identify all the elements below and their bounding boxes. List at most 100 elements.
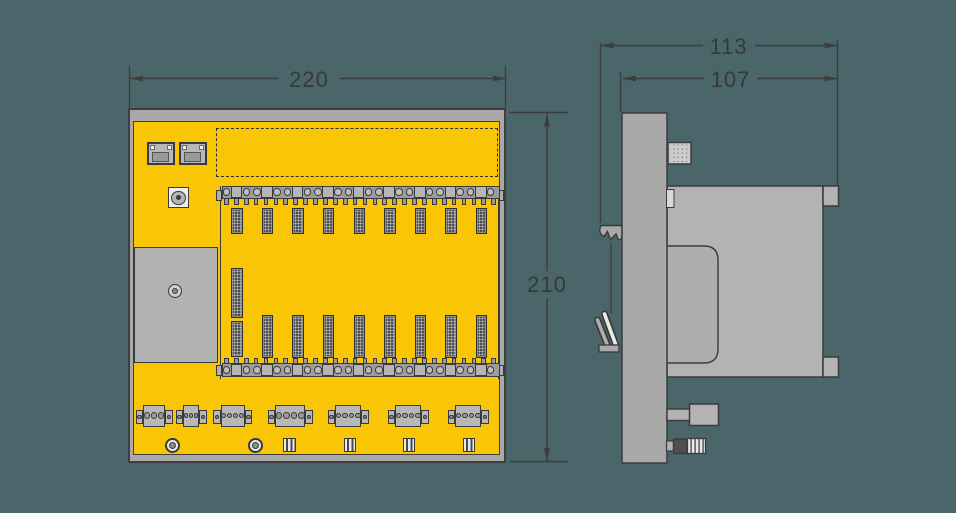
strip-terminal-round [375, 188, 383, 196]
vent-grille [402, 438, 415, 452]
strip-tooth [323, 199, 328, 205]
strip-terminal-square [230, 364, 243, 376]
strip-terminal-square [383, 364, 395, 376]
terminal-screw [150, 412, 158, 419]
strip-tooth [451, 357, 457, 363]
strip-terminal-square [352, 364, 365, 376]
strip-tooth [412, 199, 417, 205]
strip-terminal-round [425, 366, 434, 374]
module-slot [232, 269, 242, 317]
strip-terminal-round [425, 188, 434, 196]
strip-terminal-round [242, 366, 250, 374]
terminal-screw [342, 412, 348, 419]
side-vent-dots [670, 144, 689, 162]
socket-connector [146, 142, 175, 165]
strip-tooth [323, 357, 328, 363]
strip-tooth [243, 357, 249, 363]
strip-terminal-round [395, 188, 403, 196]
strip-end-cap [216, 364, 222, 376]
strip-tooth [332, 199, 338, 205]
flange-screw [137, 414, 142, 420]
strip-tooth [273, 357, 279, 363]
side-view-drawing [594, 112, 840, 464]
dimension-lines [128, 40, 839, 463]
strip-tooth [253, 357, 259, 363]
strip-terminal-square [352, 186, 365, 198]
dimension-label-front-height: 210 [527, 272, 567, 297]
strip-tooth [441, 357, 447, 363]
strip-terminal-square [414, 186, 426, 198]
flange-screw [306, 414, 311, 420]
flange-screw [177, 414, 182, 420]
socket-tab [166, 145, 172, 150]
strip-terminal-round [405, 188, 414, 196]
relay-cover-panel [134, 247, 218, 363]
socket-connector [178, 142, 207, 165]
strip-terminal-square [383, 186, 395, 198]
terminal-screw [415, 412, 421, 419]
module-slot [385, 315, 395, 357]
strip-tooth [481, 199, 487, 205]
dim-arrow-w220 [130, 75, 143, 82]
din-clip-hook [599, 224, 623, 241]
strip-tooth [382, 199, 388, 205]
module-slot [323, 315, 334, 357]
terminal-screw [408, 412, 414, 419]
terminal-screw [194, 413, 199, 418]
flange-screw [389, 414, 394, 420]
dim-arrow-h210 [544, 448, 550, 461]
strip-tooth [293, 357, 299, 363]
strip-terminal-round [253, 366, 261, 374]
terminal-screw [275, 412, 282, 419]
strip-tooth [352, 199, 358, 205]
bottom-terminal-strip [221, 363, 500, 377]
strip-tooth [372, 199, 378, 205]
strip-tooth [422, 199, 427, 205]
terminal-block [275, 404, 305, 427]
strip-tooth [263, 199, 269, 205]
module-slot [262, 315, 273, 357]
module-slot [354, 315, 364, 357]
screw-thread [686, 437, 707, 455]
strip-end-cap [498, 364, 504, 376]
strip-terminal-round [405, 366, 414, 374]
strip-terminal-square [322, 364, 334, 376]
fixing-hole-center [251, 441, 259, 449]
strip-tooth [332, 357, 338, 363]
strip-terminal-round [303, 188, 312, 196]
vent-grille [462, 438, 475, 452]
top-terminal-strip [221, 185, 500, 199]
strip-terminal-square [230, 186, 243, 198]
terminal-screw [158, 412, 165, 419]
strip-tooth [451, 199, 457, 205]
strip-tooth [342, 199, 348, 205]
module-slot [446, 208, 456, 233]
strip-tooth [342, 357, 348, 363]
flange-screw [449, 414, 454, 420]
strip-terminal-round [486, 366, 495, 374]
strip-tooth [431, 199, 437, 205]
strip-tooth [461, 357, 467, 363]
mounting-tab [822, 185, 840, 207]
strip-terminal-round [364, 366, 373, 374]
strip-terminal-square [414, 364, 426, 376]
socket-opening [183, 151, 201, 162]
vent-grille [343, 438, 356, 452]
strip-tooth [313, 357, 318, 363]
strip-terminal-square [291, 186, 304, 198]
module-slot [476, 208, 487, 233]
strip-tooth [392, 199, 398, 205]
flange-screw [422, 414, 427, 420]
terminal-screw [355, 412, 361, 419]
module-slot [323, 208, 334, 233]
module-slot [385, 208, 395, 233]
strip-terminal-square [322, 186, 334, 198]
mounting-tab [822, 356, 840, 378]
plug-stem [666, 408, 691, 422]
strip-terminal-round [222, 366, 230, 374]
terminal-screw [475, 412, 481, 419]
strip-terminal-round [344, 188, 353, 196]
dim-arrow-d113 [600, 42, 614, 49]
strip-terminal-round [456, 366, 464, 374]
strip-terminal-round [283, 188, 292, 196]
